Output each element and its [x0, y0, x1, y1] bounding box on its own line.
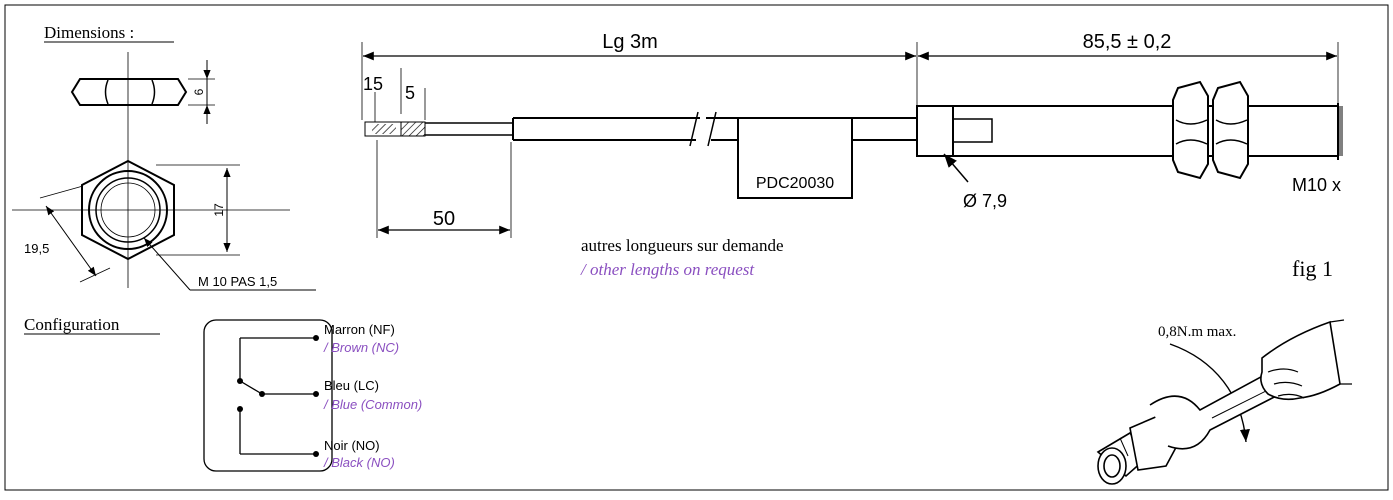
nut-corners-dimension: [39, 185, 111, 283]
drawing-frame: [4, 4, 1389, 491]
nut-corners-label: 19,5: [24, 241, 49, 256]
dimensions-heading: Dimensions :: [44, 23, 134, 42]
cable-sheath: [512, 111, 917, 147]
switch-diagram: [203, 319, 333, 472]
lengths-note-en: / other lengths on request: [580, 260, 755, 279]
nut-flats-label: 17: [212, 203, 226, 217]
cable-length-label: Lg 3m: [602, 31, 658, 53]
body-length-label: 85,5 ± 0,2: [1083, 31, 1172, 53]
wire-2-en: / Blue (Common): [323, 397, 422, 412]
thread-leader: [143, 237, 316, 291]
wire-1-en: / Brown (NC): [323, 340, 399, 355]
nut-front-view: [81, 159, 175, 261]
thread-label: M 10 PAS 1,5: [198, 274, 277, 289]
figure-label: fig 1: [1292, 256, 1333, 281]
wire-1-fr: Marron (NF): [324, 322, 395, 337]
cable-label-sleeve: [737, 117, 853, 199]
strip-dimensions: [374, 68, 426, 124]
strip-inner-label: 5: [405, 83, 415, 103]
stripped-wire-end: [364, 121, 426, 137]
cable-inner-wire: [425, 122, 513, 136]
nut-side-view: [70, 78, 188, 106]
wire-3-fr: Noir (NO): [324, 438, 380, 453]
lengths-note-fr: autres longueurs sur demande: [581, 236, 784, 255]
torque-label: 0,8N.m max.: [1158, 324, 1236, 340]
configuration-heading: Configuration: [24, 315, 120, 334]
body-thread-label: M10 x: [1292, 175, 1341, 195]
wire-2-fr: Bleu (LC): [324, 378, 379, 393]
nut-height-dimension: [188, 60, 215, 124]
body-diameter-label: Ø 7,9: [963, 191, 1007, 211]
diameter-leader: [943, 153, 969, 183]
strip-outer-label: 15: [363, 74, 383, 94]
cable-label-text: PDC20030: [756, 175, 834, 192]
nut-height-label: 6: [192, 88, 206, 95]
wrench-illustration: [1096, 319, 1352, 485]
wire-3-en: / Black (NO): [323, 455, 395, 470]
body-lock-nuts: [1172, 80, 1249, 180]
sheath-strip-label: 50: [433, 208, 455, 230]
nut-flats-dimension: [156, 164, 240, 256]
sensor-body: [916, 103, 1343, 160]
